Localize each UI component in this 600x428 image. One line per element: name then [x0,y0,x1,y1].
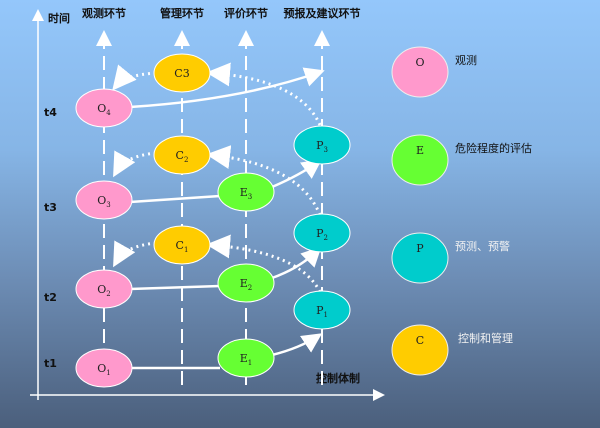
node-ellipse [153,53,211,93]
node-ellipse [293,290,351,330]
node-ellipse [153,225,211,265]
node-P3: P3 [293,125,351,165]
node-ellipse [217,172,275,212]
node-ellipse [153,135,211,175]
tick-t4: t4 [44,106,57,119]
node-P2: P2 [293,213,351,253]
legend-item-p: P 预测、预警 [391,232,510,284]
node-O2: O2 [75,269,133,309]
x-axis-label: 控制体制 [316,371,360,385]
node-C1: C1 [153,225,211,265]
node-label: P2 [316,227,328,242]
legend-letter: E [416,144,424,157]
legend-text: 危险程度的评估 [455,141,532,155]
node-label: P3 [316,139,328,154]
node-ellipse [293,125,351,165]
legend-text: 控制和管理 [458,331,513,345]
legend-swatch [391,46,449,98]
column-forecast: 预报及建议环节 [284,6,361,20]
node-E1: E1 [217,338,275,378]
feedback-arrows [112,62,322,293]
legend-item-o: O 观测 [391,46,477,98]
column-evaluate: 评价环节 [224,6,268,20]
node-ellipse [75,180,133,220]
legend-letter: C [416,334,424,347]
tick-t2: t2 [44,291,57,304]
legend-text: 观测 [455,54,477,67]
node-O1: O1 [75,348,133,388]
legend-text: 预测、预警 [455,239,510,253]
legend-item-c: C 控制和管理 [391,324,513,376]
node-ellipse [293,213,351,253]
tick-t1: t1 [44,357,57,370]
column-observe: 观测环节 [82,6,126,20]
node-ellipse [217,338,275,378]
node-ellipse [75,348,133,388]
node-O4: O4 [75,88,133,128]
legend-swatch [391,324,449,376]
column-manage: 管理环节 [160,6,204,20]
node-O3: O3 [75,180,133,220]
tick-t3: t3 [44,201,57,214]
node-label: P1 [316,304,328,319]
legend-swatch [391,134,449,186]
node-C3: C3 [153,53,211,93]
node-ellipse [75,269,133,309]
legend-swatch [391,232,449,284]
node-ellipse [217,263,275,303]
node-C2: C2 [153,135,211,175]
node-label: C3 [174,67,189,80]
legend-item-e: E 危险程度的评估 [391,134,532,186]
legend-letter: O [415,56,424,69]
flow-arrows [129,67,325,370]
time-axis-label: 时间 [48,11,70,25]
node-E3: E3 [217,172,275,212]
node-ellipse [75,88,133,128]
node-P1: P1 [293,290,351,330]
node-E2: E2 [217,263,275,303]
column-lines [96,30,330,385]
legend-letter: P [416,242,424,255]
